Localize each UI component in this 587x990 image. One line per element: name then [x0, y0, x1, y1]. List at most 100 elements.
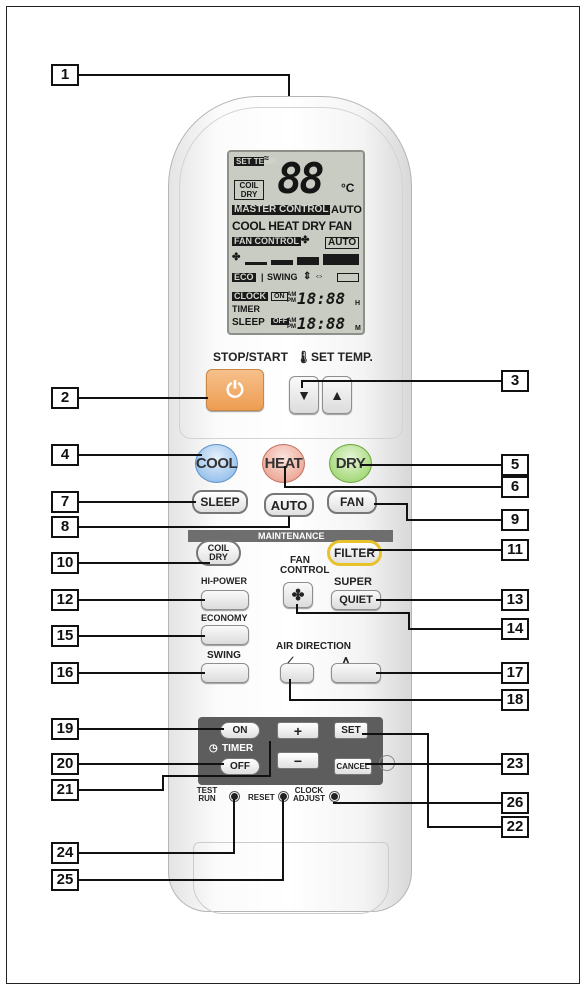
maintenance-band [188, 530, 393, 542]
timer-set-button[interactable]: SET [334, 722, 368, 739]
filter-button[interactable]: FILTER [327, 540, 382, 566]
power-icon: ⏻ [226, 377, 244, 402]
fan-speed-bar-4 [323, 254, 359, 265]
leader-line-25 [78, 799, 284, 881]
timer-minus-button[interactable]: − [277, 752, 319, 769]
swing-label: SWING [207, 650, 241, 661]
callout-2: 2 [51, 387, 79, 409]
lcd-hour-unit: H [355, 300, 361, 307]
lcd-fan-icon: ✤ [301, 235, 310, 246]
callout-25: 25 [51, 869, 79, 891]
dry-button[interactable]: DRY [329, 444, 372, 483]
set-temp-label: SET TEMP. [311, 350, 373, 364]
vertical-air-direction-button[interactable] [280, 663, 314, 683]
lcd-display: SET TEMP. ≈ COIL DRY 88 °C MASTER CONTRO… [227, 150, 365, 335]
lcd-on: ON [271, 292, 288, 301]
diagram-frame [6, 6, 580, 984]
lcd-clock: CLOCK [232, 291, 268, 301]
lcd-minute-unit: M [355, 325, 361, 332]
fan-speed-bar-1 [245, 262, 267, 265]
callout-24: 24 [51, 842, 79, 864]
callout-18: 18 [501, 689, 529, 711]
timer-on-button[interactable]: ON [220, 722, 260, 739]
stop-start-label: STOP/START [213, 350, 288, 364]
clock-icon: ◷ [209, 743, 218, 754]
callout-7: 7 [51, 491, 79, 513]
fan-control-label: FAN CONTROL [280, 555, 330, 576]
fan-button[interactable]: FAN [327, 490, 377, 514]
coil-dry-button[interactable]: COIL DRY [196, 540, 241, 566]
fan-icon: ✤ [291, 587, 305, 604]
callout-23: 23 [501, 753, 529, 775]
clock-adjust-label: CLOCK ADJUST [292, 786, 325, 803]
timer-cancel-button[interactable]: CANCEL [334, 758, 372, 775]
horizontal-airflow-icon: ⋀ [341, 655, 351, 669]
lcd-coil-dry: COIL DRY [234, 180, 264, 200]
super-label: SUPER [334, 576, 372, 588]
leader-line-8 [78, 516, 290, 528]
battery-cover [193, 842, 389, 914]
leader-line-24 [78, 799, 235, 854]
auto-button[interactable]: AUTO [264, 493, 314, 517]
callout-12: 12 [51, 589, 79, 611]
callout-6: 6 [501, 476, 529, 498]
lcd-sleep: SLEEP [232, 317, 265, 328]
callout-4: 4 [51, 444, 79, 466]
sleep-button[interactable]: SLEEP [192, 490, 248, 514]
callout-8: 8 [51, 516, 79, 538]
callout-5: 5 [501, 454, 529, 476]
callout-26: 26 [501, 792, 529, 814]
leader-line-22 [362, 733, 502, 828]
leader-line-6 [284, 466, 502, 488]
lcd-eco: ECO [232, 272, 256, 282]
leader-line-21 [78, 741, 271, 791]
callout-13: 13 [501, 589, 529, 611]
timer-off-button[interactable]: OFF [220, 758, 260, 775]
callout-1: 1 [51, 64, 79, 86]
timer-label: TIMER [222, 743, 254, 754]
stop-start-button[interactable]: ⏻ [206, 369, 264, 411]
fan-speed-bar-2 [271, 260, 293, 265]
clock-adjust-button[interactable] [330, 792, 339, 801]
heat-button[interactable]: HEAT [262, 444, 305, 483]
lcd-off: OFF [271, 318, 289, 325]
thermometer-icon: 🌡 [296, 350, 312, 364]
triangle-up-icon: ▲ [330, 387, 344, 403]
callout-19: 19 [51, 718, 79, 740]
timer-plus-button[interactable]: + [277, 722, 319, 739]
temp-up-button[interactable]: ▲ [322, 376, 352, 414]
economy-label: ECONOMY [201, 613, 248, 623]
triangle-down-icon: ▼ [297, 387, 311, 403]
leader-line-3 [301, 380, 502, 388]
callout-17: 17 [501, 662, 529, 684]
callout-9: 9 [501, 509, 529, 531]
fan-speed-bar-3 [297, 257, 319, 265]
hi-power-label: HI-POWER [201, 576, 247, 586]
lcd-timer-digits: 18:88 [297, 314, 346, 333]
temp-down-button[interactable]: ▼ [289, 376, 319, 414]
cool-button[interactable]: COOL [195, 444, 238, 483]
leader-line-14 [296, 604, 502, 630]
callout-20: 20 [51, 753, 79, 775]
lcd-am-pm-1: AM PM [287, 292, 297, 304]
air-direction-label: AIR DIRECTION [276, 641, 351, 652]
quiet-button[interactable]: QUIET [331, 590, 381, 610]
battery-icon [337, 273, 359, 282]
lcd-fan-control: FAN CONTROL [232, 236, 301, 246]
reset-label: RESET [248, 793, 275, 802]
vertical-airflow-icon: ⟋ [285, 655, 294, 669]
maintenance-label: MAINTENANCE [258, 531, 325, 541]
callout-14: 14 [501, 618, 529, 640]
lcd-temp-unit: °C [341, 181, 355, 195]
leader-line-9 [374, 503, 502, 521]
lcd-swing: SWING [267, 272, 298, 282]
lcd-timer: TIMER [232, 304, 260, 314]
callout-22: 22 [501, 816, 529, 838]
lcd-separator: | [261, 272, 264, 282]
lcd-mode-list: COOL HEAT DRY FAN [232, 219, 352, 233]
lcd-set-temp: SET TEMP. [234, 157, 278, 166]
test-run-label: TEST RUN [196, 786, 218, 803]
lcd-am-pm-2: AM PM [287, 318, 297, 330]
lcd-fan-speed-icon: ✤ [232, 252, 241, 263]
